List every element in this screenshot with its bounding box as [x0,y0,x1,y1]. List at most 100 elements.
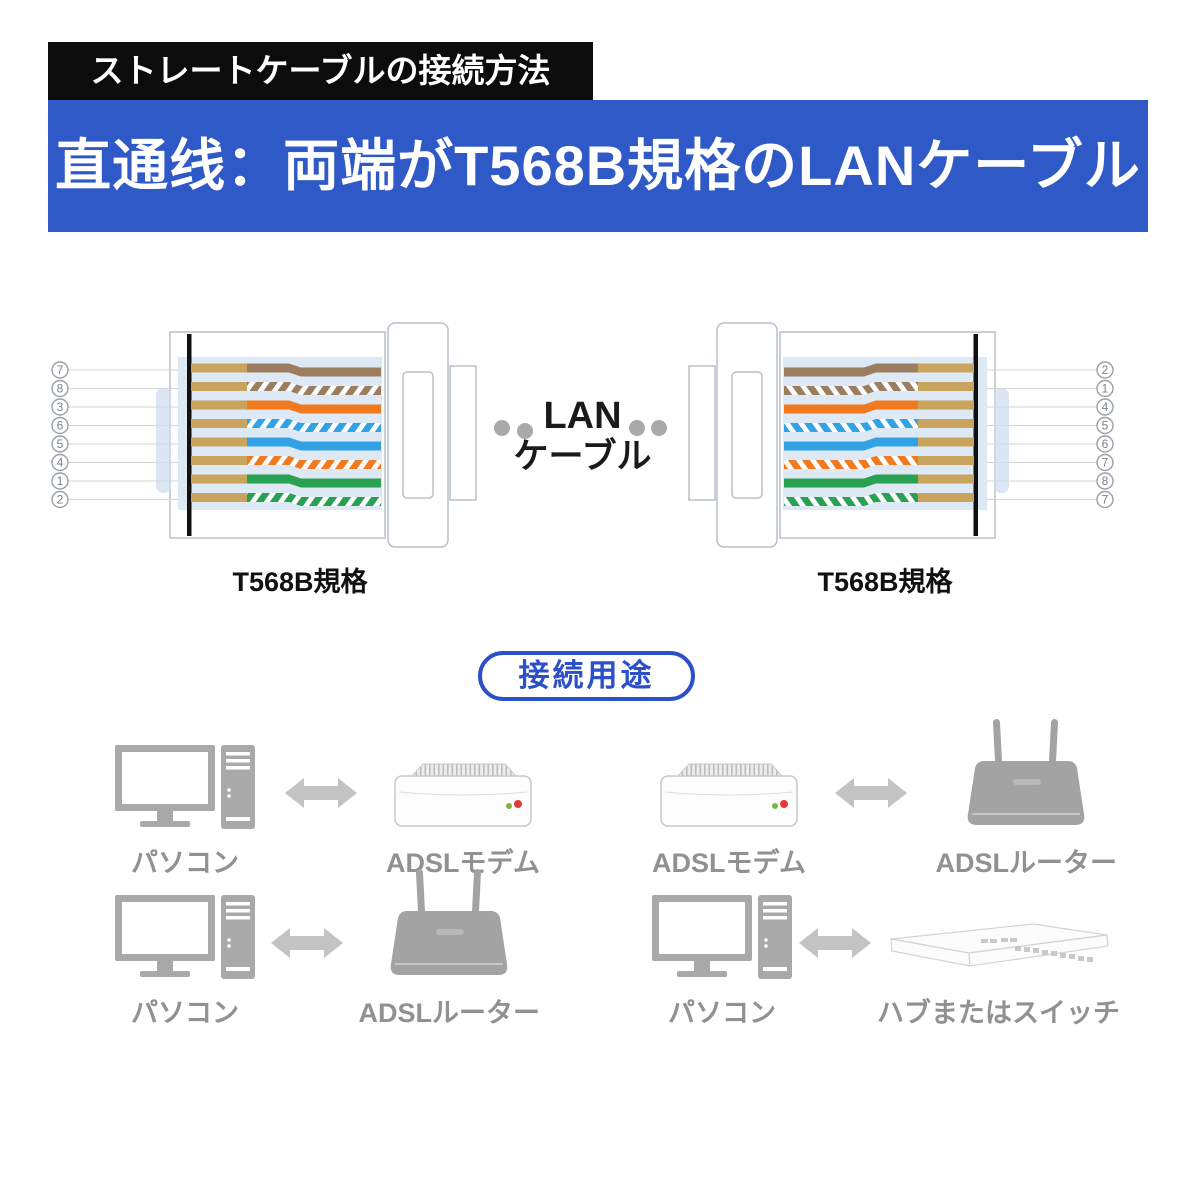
adsl-modem-icon [660,763,798,827]
cable-dot [494,420,510,436]
wire-green [784,474,918,488]
wire-orange [247,400,381,414]
pin-number: 1 [1102,382,1109,396]
device-adsl-router: ADSLルーター [935,719,1118,880]
standard-label-right: T568B規格 [817,567,953,597]
cable-dot [629,420,645,436]
pin-numbers: 7 8 3 6 5 4 1 2 [51,361,69,509]
wire-jacket [916,474,974,484]
device-label: ADSLモデム [386,848,540,878]
pin-number: 5 [1102,419,1109,433]
connection-pair-2: ADSLモデム ADSLルーター [652,719,1118,880]
led-red [514,800,523,808]
cable-dot [651,420,667,436]
cable-dot [517,423,533,439]
lan-cable-label: LAN ケーブル [490,396,675,478]
wire-jacket [191,382,249,391]
adsl-router-icon [390,869,508,975]
connector-contact-slot [731,371,763,499]
device-hub-switch: ハブまたはスイッチ [877,888,1120,1030]
connector-edge-line [187,334,192,536]
rj45-connector-left: 7 8 3 6 5 4 1 2 [51,322,477,548]
wire-jacket [191,493,249,502]
pin-number: 7 [1102,456,1109,470]
wire-jacket [191,400,249,410]
wire-bundle [784,363,974,506]
wire-brown [784,363,918,377]
double-arrow-icon [798,923,872,968]
connector-contact-slot [402,371,434,499]
led-green [506,803,513,809]
connection-pair-4: パソコン ハブ [652,888,1120,1030]
pin-number: 2 [1102,363,1109,377]
wire-jacket [916,437,974,447]
device-adsl-modem: ADSLモデム [652,738,806,880]
connector-latch [688,365,716,501]
connector-edge-line [973,334,978,536]
device-pc: パソコン [652,888,792,1030]
cable-boot [156,388,171,493]
device-pc: パソコン [115,888,255,1030]
pin-number: 2 [57,493,64,507]
wire-jacket [191,437,249,447]
adsl-modem-icon [394,763,532,827]
device-label: パソコン [131,848,239,878]
pin-numbers: 2 1 4 5 6 7 8 7 [1096,361,1114,509]
wire-jacket [916,456,974,465]
rj45-connector-right: 2 1 4 5 6 7 8 7 [688,322,1114,548]
double-arrow-icon [284,773,358,818]
adsl-router-icon [967,719,1085,825]
led-red [779,800,788,808]
connection-pair-1: パソコン ADSLモデム [115,738,540,880]
wire-brown [247,363,381,377]
device-label: ADSLモデム [652,848,806,878]
pin-number: 8 [1102,474,1109,488]
pin-number: 6 [57,419,64,433]
wire-jacket [191,456,249,465]
device-adsl-router: ADSLルーター [358,869,541,1030]
wire-jacket [191,419,249,428]
pc-icon [652,895,792,979]
pin-number: 1 [57,474,64,488]
wire-jacket [916,400,974,410]
wire-jacket [916,493,974,502]
pc-icon [115,745,255,829]
device-label: ADSLルーター [358,998,541,1028]
standard-label-left: T568B規格 [232,567,368,597]
wire-blue-white [247,419,381,432]
wire-jacket [916,363,974,373]
double-arrow-icon [834,773,908,818]
wire-green [247,474,381,488]
page-title: 直通线：両端がT568B規格のLANケーブル [48,100,1148,232]
device-label: ADSLルーター [935,848,1118,878]
pin-number: 7 [57,363,64,377]
pin-number: 7 [1102,493,1109,507]
cable-boot [994,388,1009,493]
device-label: パソコン [668,998,776,1028]
connection-pair-3: パソコン ADSLルーター [115,869,541,1030]
wire-orange [784,400,918,414]
lan-cable-label-line2: ケーブル [513,437,652,476]
pin-number: 5 [57,437,64,451]
wire-brown-white [784,382,918,395]
pin-number: 8 [57,382,64,396]
wire-bundle [191,363,381,506]
double-arrow-icon [270,923,344,968]
wire-brown-white [247,382,381,395]
led-green [771,803,778,809]
wire-green-white [784,493,918,506]
wire-orange-white [247,456,381,469]
pin-number: 4 [57,456,64,470]
wire-jacket [916,419,974,428]
pin-number: 3 [57,400,64,414]
device-label: ハブまたはスイッチ [877,998,1120,1028]
header-tag: ストレートケーブルの接続方法 [48,42,593,100]
lan-cable-label-line1: LAN [543,395,622,437]
usage-section-pill: 接続用途 [478,651,695,701]
pin-number: 6 [1102,437,1109,451]
wire-jacket [191,474,249,484]
wire-jacket [191,363,249,373]
hub-switch-icon [889,923,1109,967]
wire-blue [247,437,381,451]
